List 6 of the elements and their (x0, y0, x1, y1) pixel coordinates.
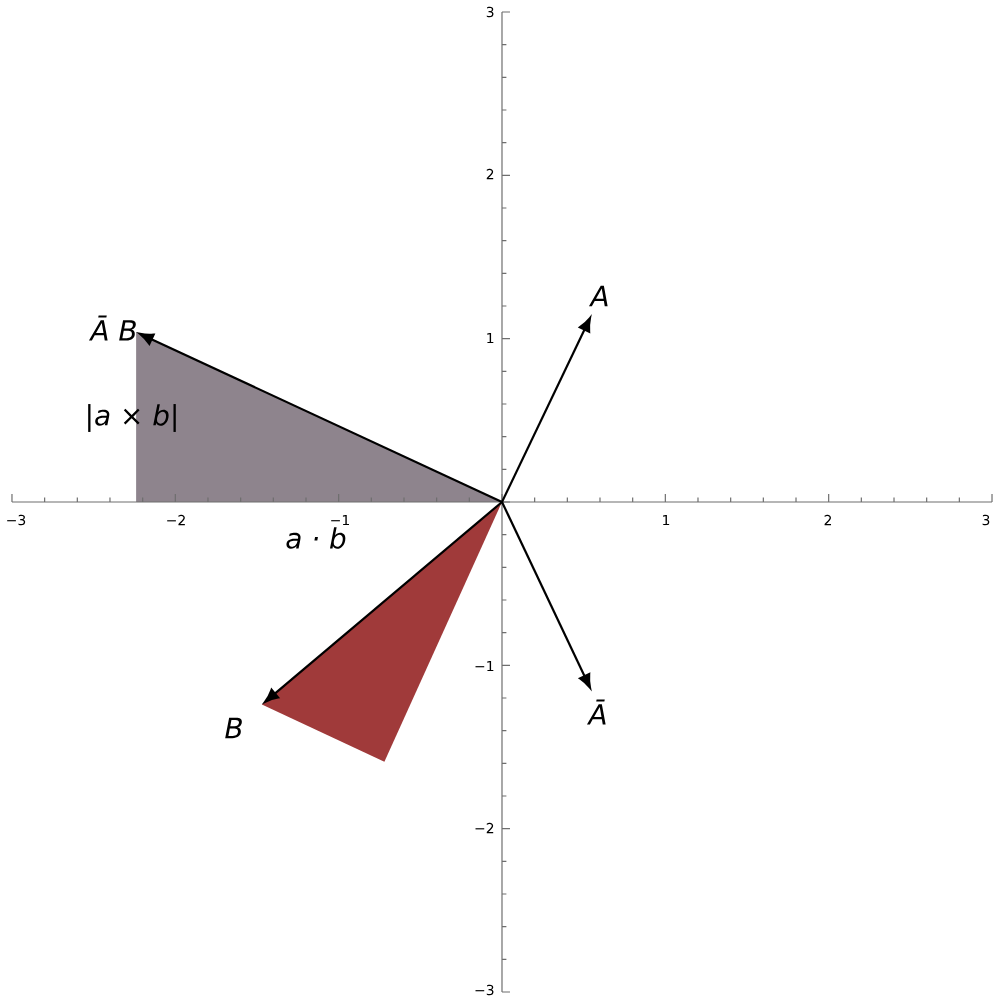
vector-label: Ā (586, 699, 606, 725)
vector-label: a · b (286, 527, 346, 549)
vector-label: B (225, 717, 242, 739)
vector-label: Ā B (88, 315, 136, 341)
vector-label: |a × b| (88, 404, 176, 432)
vector-label: A (588, 285, 608, 307)
